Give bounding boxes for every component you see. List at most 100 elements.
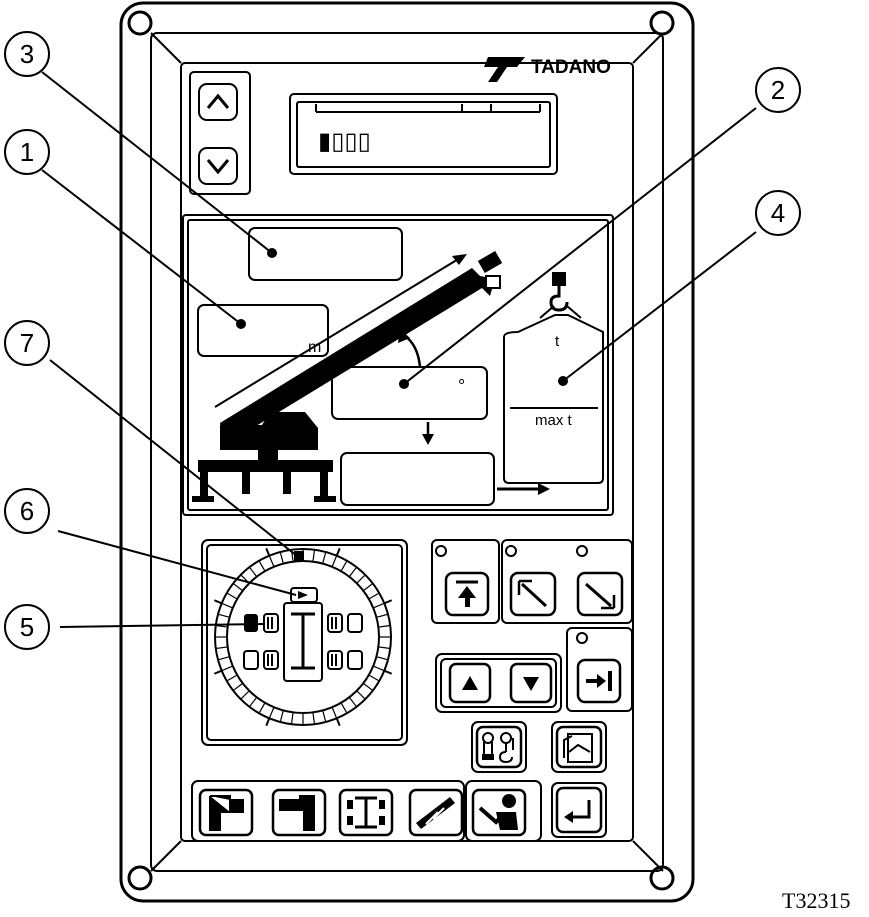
callout-1: 1	[4, 129, 50, 175]
ring-tick	[348, 696, 358, 708]
max-ton-label: max t	[535, 412, 573, 429]
ring-major-tick	[335, 717, 341, 727]
led-indicator	[576, 632, 588, 644]
callout-2: 2	[755, 67, 801, 113]
svg-text:2: 2	[771, 75, 785, 105]
ring-major-tick	[213, 599, 223, 605]
ring-major-tick	[383, 669, 393, 675]
outrigger-mid-button[interactable]	[271, 788, 327, 837]
hoist-mode-group	[431, 539, 500, 624]
working-radius-readout	[197, 304, 329, 357]
screw-icon	[127, 10, 153, 36]
ring-tick	[312, 549, 316, 562]
ring-tick	[268, 706, 275, 719]
tadano-logo: TADANO	[484, 57, 611, 82]
svg-text:3: 3	[20, 39, 34, 69]
load-moment-panel-inner	[187, 219, 609, 511]
ring-tick	[376, 613, 389, 618]
scroll-button-group	[189, 71, 251, 195]
boom-down-icon	[585, 582, 612, 608]
scroll-down-button[interactable]	[198, 147, 238, 185]
load-readout: t max t	[503, 305, 604, 484]
ring-tick	[368, 592, 380, 600]
decrease-button[interactable]	[509, 662, 553, 704]
led-indicator	[505, 545, 517, 557]
ring-tick	[362, 682, 374, 692]
slewing-panel	[201, 539, 408, 746]
ring-tick	[322, 551, 327, 564]
enter-button[interactable]	[551, 782, 607, 838]
svg-text:5: 5	[20, 612, 34, 642]
ring-tick	[217, 613, 230, 618]
bevel-bl	[150, 840, 182, 872]
outer-housing	[119, 1, 695, 903]
ring-tick	[331, 706, 338, 719]
angle-arc-icon	[403, 333, 422, 368]
callout-6: 6	[4, 488, 50, 534]
ring-tick	[290, 712, 294, 725]
hook-icon	[549, 272, 569, 312]
increase-button[interactable]	[448, 662, 492, 704]
page-button[interactable]	[551, 721, 607, 773]
set-button[interactable]	[576, 658, 622, 704]
boom-down-button[interactable]	[576, 571, 624, 617]
operator-button[interactable]	[471, 788, 527, 837]
ring-tick	[232, 582, 244, 592]
scroll-up-button[interactable]	[198, 83, 238, 121]
ring-tick	[356, 690, 366, 700]
ring-major-tick	[213, 669, 223, 675]
bevel-tl	[150, 32, 182, 64]
load-ton-label: t	[555, 333, 560, 350]
svg-text:6: 6	[20, 496, 34, 526]
outrigger-mid-icon	[279, 795, 315, 831]
callout-leaders	[41, 71, 757, 628]
ring-tick	[331, 555, 338, 568]
raise-button[interactable]	[444, 571, 490, 617]
figure-code: T32315	[782, 888, 851, 913]
ring-tick	[372, 665, 385, 672]
load-moment-panel	[182, 214, 614, 516]
winch-button[interactable]	[471, 721, 527, 773]
boom-up-button[interactable]	[509, 571, 557, 617]
callout-4: 4	[755, 190, 801, 236]
outrigger-top-view-icon	[347, 796, 385, 829]
ring-tick	[279, 710, 284, 723]
boom-tool-icon	[416, 797, 455, 829]
ring-tick	[258, 560, 266, 572]
display-indicator: ▮▯▯▯	[318, 128, 371, 155]
ring-major-tick	[265, 717, 271, 727]
updown-group	[435, 653, 562, 713]
screw-icon	[649, 10, 675, 36]
outrigger-full-button[interactable]	[198, 788, 254, 837]
message-display: ▮▯▯▯	[289, 93, 558, 175]
callout-3: 3	[4, 31, 50, 77]
ring-tick	[232, 682, 244, 692]
select-group	[566, 627, 633, 712]
ring-tick	[268, 555, 275, 568]
ring-tick	[368, 674, 380, 682]
ring-tick	[226, 592, 238, 600]
up-arrow-icon	[206, 93, 230, 109]
ring-tick	[348, 566, 358, 578]
slewing-ring	[213, 547, 393, 727]
page-icon	[563, 733, 593, 763]
enter-icon	[564, 800, 591, 823]
ring-tick	[376, 656, 389, 661]
svg-text:4: 4	[771, 198, 785, 228]
outrigger-layout-button[interactable]	[338, 788, 394, 837]
ring-tick	[378, 646, 391, 650]
tadano-logo-mark	[484, 57, 525, 82]
ring-tick	[362, 582, 374, 592]
ring-tick	[378, 624, 391, 628]
led-indicator	[576, 545, 588, 557]
led-indicator	[435, 545, 447, 557]
ring-tick	[372, 602, 385, 609]
bevel-tr	[632, 32, 664, 64]
boom-tool-button[interactable]	[408, 788, 464, 837]
ring-major-tick	[265, 547, 271, 557]
ring-tick	[312, 712, 316, 725]
outrigger-full-icon	[209, 795, 244, 831]
ring-tick	[322, 710, 327, 723]
ring-tick	[240, 690, 250, 700]
